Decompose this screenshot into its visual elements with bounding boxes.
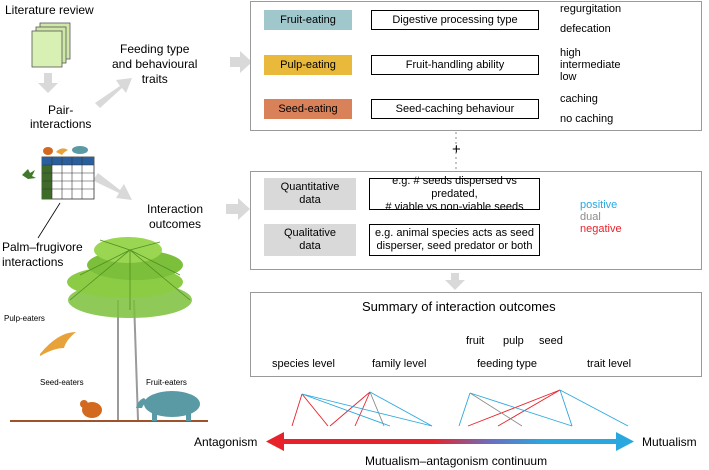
qual-example-line2: disperser, seed predator or both: [376, 240, 533, 252]
fruit-handling-box: Fruit-handling ability: [371, 55, 539, 75]
seed-eaters-label: Seed-eaters: [40, 378, 84, 387]
continuum-bar: [266, 432, 634, 451]
high-label: high: [560, 47, 581, 59]
interaction-outcomes-line1: Interaction: [147, 202, 204, 216]
trait-level-label: trait level: [587, 358, 632, 370]
grey-flow-arrows: [38, 51, 465, 290]
pairwise-line3: interactions: [30, 117, 92, 131]
arrow-to-summary: [445, 273, 465, 290]
intermediate-label: intermediate: [560, 59, 621, 71]
summary-title: Summary of interaction outcomes: [362, 299, 556, 314]
summary-panel: [250, 292, 702, 377]
seed-caching-box: Seed-caching behaviour: [371, 99, 539, 119]
defecation-label: defecation: [560, 23, 611, 35]
feeding-type-line1: Feeding type: [120, 42, 190, 56]
low-label: low: [560, 71, 577, 83]
mutualism-label: Mutualism: [642, 435, 697, 449]
caching-label: caching: [560, 93, 598, 105]
mutualism-arrowhead: [616, 432, 634, 451]
antagonism-label: Antagonism: [194, 435, 258, 449]
continuum-arrows: [291, 389, 629, 427]
family-level-label: family level: [372, 358, 427, 370]
fruit-eaters-label: Fruit-eaters: [146, 378, 187, 387]
interaction-outcomes-label: Interaction outcomes: [147, 202, 203, 232]
fruit-label: fruit: [466, 335, 485, 347]
positive-label: positive: [580, 199, 618, 211]
feeding-type-summary-label: feeding type: [477, 358, 537, 370]
pulp-label: pulp: [503, 335, 524, 347]
document-stack-icon: [31, 22, 71, 68]
down-arrow-1: [38, 73, 58, 93]
quantitative-line1: Quantitative: [280, 181, 340, 193]
arrow-to-outcomes: [226, 198, 250, 220]
antagonism-arrowhead: [266, 432, 284, 451]
pulp-eater-bird-icon: [40, 332, 76, 356]
feeding-type-label: Feeding type and behavioural traits: [112, 42, 197, 87]
seed-eating-box: Seed-eating: [264, 99, 352, 119]
pulp-eaters-label: Pulp-eaters: [4, 314, 45, 323]
interaction-outcomes-line2: outcomes: [149, 217, 202, 231]
fruit-eater-tapir-icon: [136, 391, 200, 421]
palm-frugivore-line2: interactions: [2, 255, 64, 269]
pairwise-line1: Pair-: [48, 103, 74, 117]
feeding-type-line2: and behavioural: [112, 57, 198, 71]
seed-label: seed: [539, 335, 563, 347]
species-level-label: species level: [272, 358, 335, 370]
qualitative-line2: data: [299, 240, 321, 252]
plus-sign: +: [452, 141, 461, 158]
regurgitation-label: regurgitation: [560, 3, 622, 15]
interaction-matrix-icon: [22, 146, 95, 200]
qualitative-line1: Qualitative: [284, 227, 336, 239]
down-right-arrow: [93, 173, 132, 200]
continuum-caption: Mutualism–antagonism continuum: [365, 454, 548, 468]
palm-frugivore-line1: Palm–frugivore: [2, 240, 83, 254]
literature-review-label: Literature review: [5, 3, 94, 17]
digestive-processing-box: Digestive processing type: [371, 10, 539, 30]
dual-label: dual: [580, 211, 601, 223]
qual-example-line1: e.g. animal species acts as seed: [375, 227, 534, 239]
pulp-eating-box: Pulp-eating: [264, 55, 352, 75]
quant-example-line1: e.g. # seeds dispersed vs predated,: [392, 174, 517, 200]
arrow-to-traits: [230, 51, 252, 73]
feeding-type-line3: traits: [141, 72, 168, 86]
palm-frugivore-label: Palm–frugivore interactions: [2, 240, 83, 270]
seed-eater-rodent-icon: [80, 400, 102, 418]
quantitative-line2: data: [299, 194, 321, 206]
quantitative-example-box: e.g. # seeds dispersed vs predated,# via…: [369, 174, 540, 213]
quant-example-line2: # viable vs non-viable seeds: [385, 200, 524, 213]
fruit-eating-box: Fruit-eating: [264, 10, 352, 30]
no-caching-label: no caching: [560, 113, 614, 125]
palm-tree-illustration: [67, 237, 192, 421]
pairwise-label: Pair- wise interactions: [30, 103, 91, 131]
matrix-connector: [37, 202, 61, 239]
negative-label: negative: [580, 223, 622, 235]
up-right-arrow: [95, 78, 132, 108]
